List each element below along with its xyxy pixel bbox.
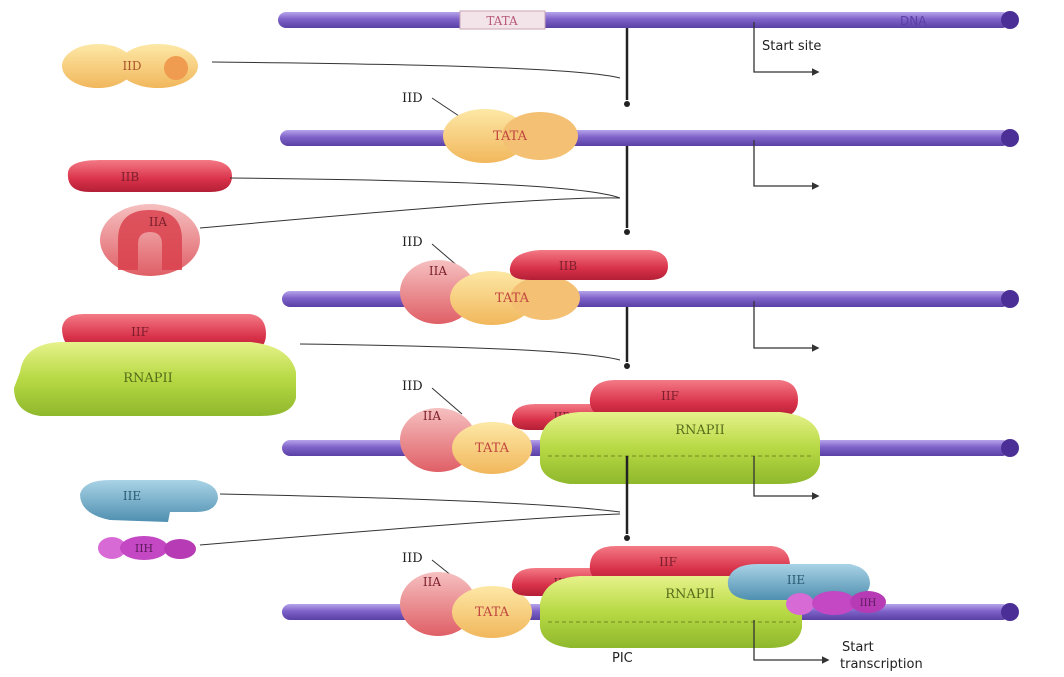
start-arrow-row-3 <box>753 301 820 352</box>
iih-row5-label: IIH <box>860 598 877 609</box>
tata-box-row-1: TATA <box>459 10 546 30</box>
transcription-label: transcription <box>840 657 923 672</box>
iib-protein: IIB <box>67 160 232 192</box>
iib-label: IIB <box>121 170 139 184</box>
tata-label: TATA <box>486 14 518 28</box>
iia-label: IIA <box>149 215 167 229</box>
iid-row5-label: IID <box>402 551 423 566</box>
rnapii-row5-label: RNAPII <box>665 587 715 602</box>
dna-strand-row-3 <box>282 290 1019 308</box>
iie-row5-label: IIE <box>787 573 805 587</box>
iia-binding-line <box>199 197 621 229</box>
iih-label: IIH <box>135 542 153 555</box>
iif-row5-label: IIF <box>659 555 677 569</box>
iia-row5-label: IIA <box>423 575 441 589</box>
iia-protein: IIA <box>100 204 200 276</box>
iid-tata-row-4: TATA <box>452 422 532 474</box>
iid-row4-pointer <box>431 387 463 415</box>
rnapii-protein: RNAPII <box>14 342 296 416</box>
step-arrow-2 <box>624 146 630 235</box>
iie-protein: IIE <box>80 480 218 522</box>
pic-label: PIC <box>612 651 633 666</box>
tata-row4-label: TATA <box>475 441 510 456</box>
rnapii-label: RNAPII <box>123 371 173 386</box>
start-transcription-arrow <box>753 620 830 664</box>
iif-bound-row-4: IIF <box>589 380 798 418</box>
iif-rnapii-binding-line <box>299 343 621 361</box>
start-arrow-row-2 <box>753 140 820 190</box>
start-site-label: Start site <box>762 39 821 54</box>
iid-bound-label: IID <box>402 91 423 106</box>
iid-row3-label: IID <box>402 235 423 250</box>
start-site-arrow <box>753 22 820 76</box>
tata-row5-label: TATA <box>475 605 510 620</box>
iid-tata-row-3: TATA <box>450 271 580 325</box>
iid-label: IID <box>122 59 141 73</box>
iih-protein: IIH <box>98 536 196 560</box>
iie-label: IIE <box>123 489 141 503</box>
iid-binding-line <box>211 61 621 79</box>
iid-tata-row-5: TATA <box>452 586 532 638</box>
iia-row3-label: IIA <box>429 264 447 278</box>
step-arrow-1 <box>624 28 630 107</box>
iib-bound-row-3: IIB <box>509 250 668 280</box>
iif-label: IIF <box>131 325 149 339</box>
iid-protein: IID <box>62 44 198 88</box>
iih-bound-row-5: IIH <box>786 591 886 615</box>
iih-binding-line <box>199 513 621 546</box>
step-arrow-3 <box>624 307 630 369</box>
tata-bound-label: TATA <box>493 129 528 144</box>
dna-label: DNA <box>900 14 927 28</box>
iid-pointer-line <box>431 97 463 119</box>
step-arrow-4 <box>624 456 630 541</box>
iie-binding-line <box>219 493 621 513</box>
iia-row4-label: IIA <box>423 409 441 423</box>
start-label: Start <box>842 640 874 655</box>
iid-row4-label: IID <box>402 379 423 394</box>
iif-row4-label: IIF <box>661 389 679 403</box>
rnapii-bound-row-4: RNAPII <box>539 412 820 484</box>
iie-bound-row-5: IIE <box>727 564 870 600</box>
iib-binding-line <box>229 177 621 199</box>
rnapii-row4-label: RNAPII <box>675 423 725 438</box>
tata-row3-label: TATA <box>495 291 530 306</box>
iid-tata-complex: TATA <box>443 109 578 163</box>
dna-strand-row-2 <box>280 129 1019 147</box>
iib-row3-label: IIB <box>559 259 577 273</box>
start-arrow-row-4 <box>753 456 820 500</box>
